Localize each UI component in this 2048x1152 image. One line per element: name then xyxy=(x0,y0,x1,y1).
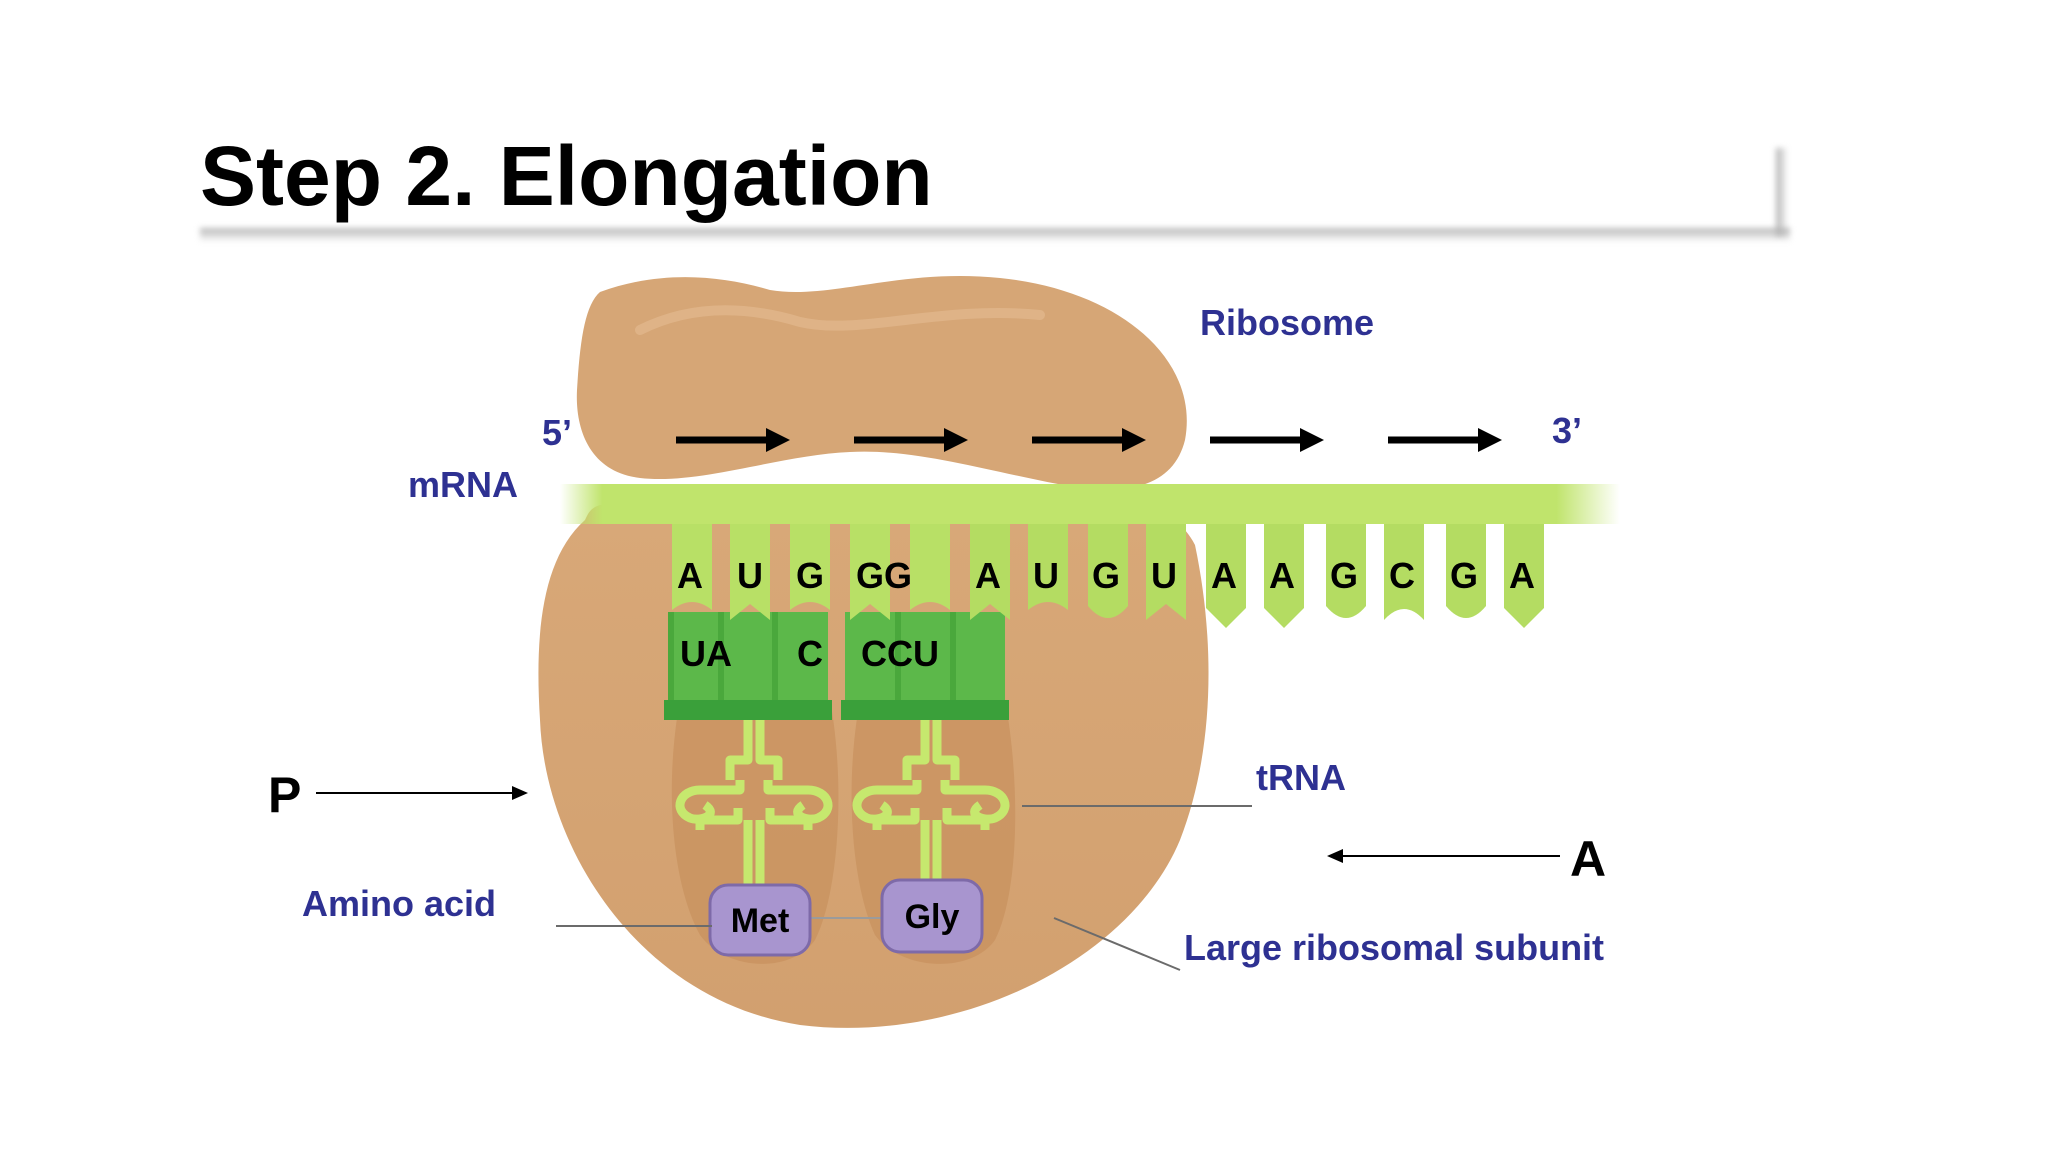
page-title: Step 2. Elongation xyxy=(200,129,933,223)
codon-tooth xyxy=(730,520,770,620)
codon-tooth xyxy=(1384,520,1424,620)
anticodon-letter: CCU xyxy=(861,633,939,674)
amino-acid-gly-label: Gly xyxy=(905,898,960,936)
codon-letter: G xyxy=(796,555,824,596)
p-site-arrow-icon xyxy=(316,786,528,800)
small-subunit-highlight xyxy=(635,305,1045,335)
codon-letter: A xyxy=(1269,555,1295,596)
codon-letter: GG xyxy=(856,555,912,596)
a-site-label: A xyxy=(1570,831,1606,887)
p-site-label: P xyxy=(268,767,301,823)
codon-letter: G xyxy=(1092,555,1120,596)
mrna-strand xyxy=(560,484,1620,524)
codon-tooth xyxy=(1504,520,1544,628)
codon-tooth xyxy=(970,520,1010,620)
anticodon-letter: C xyxy=(797,633,823,674)
codon-tooth xyxy=(1446,520,1486,618)
codon-tooth xyxy=(1206,520,1246,628)
codon-tooth xyxy=(1088,520,1128,618)
codon-tooth xyxy=(910,520,950,610)
trna-a-site xyxy=(841,612,1009,720)
arrow-right-icon xyxy=(1210,428,1324,452)
codon-letter: A xyxy=(1211,555,1237,596)
anticodon-letter: UA xyxy=(680,633,732,674)
ribosome-label: Ribosome xyxy=(1200,302,1374,343)
codon-letter: G xyxy=(1450,555,1478,596)
arrow-right-icon xyxy=(854,428,968,452)
large-subunit-label: Large ribosomal subunit xyxy=(1184,927,1604,968)
codon-letter: U xyxy=(1151,555,1177,596)
translation-direction-arrows xyxy=(676,428,1502,452)
codon-letter: G xyxy=(1330,555,1358,596)
trna-cloverleaf-a xyxy=(852,720,1010,885)
codon-letter: U xyxy=(737,555,763,596)
amino-acid-gly-shape xyxy=(880,878,984,954)
codon-letter: A xyxy=(975,555,1001,596)
arrow-right-icon xyxy=(676,428,790,452)
trna-cloverleaf-p xyxy=(675,720,833,885)
codon-letter: U xyxy=(1033,555,1059,596)
small-subunit-shape xyxy=(576,276,1187,490)
arrow-right-icon xyxy=(1032,428,1146,452)
mrna-label: mRNA xyxy=(408,464,518,505)
codon-letter: A xyxy=(677,555,703,596)
title-shadow-edge xyxy=(1776,148,1788,236)
codon-tooth xyxy=(1264,520,1304,628)
codon-tooth xyxy=(1028,520,1068,610)
title-shadow xyxy=(200,228,1790,242)
codon-tooth xyxy=(672,520,712,610)
codon-tooth xyxy=(1326,520,1366,618)
anticodon-letters: UA C CCU xyxy=(680,633,939,674)
codon-letter: A xyxy=(1509,555,1535,596)
codon-tooth xyxy=(1146,520,1186,620)
codon-tooth xyxy=(850,520,890,620)
three-prime-label: 3’ xyxy=(1552,410,1582,451)
codon-tooth xyxy=(790,520,830,610)
a-site-arrow-icon xyxy=(1327,849,1560,863)
large-subunit-leader-line xyxy=(1053,917,1181,971)
codon-teeth xyxy=(672,520,1544,628)
amino-acid-met-shape xyxy=(708,883,812,957)
arrow-right-icon xyxy=(1388,428,1502,452)
trna-label: tRNA xyxy=(1256,757,1346,798)
five-prime-label: 5’ xyxy=(542,412,572,453)
codon-letter: C xyxy=(1389,555,1415,596)
trna-p-site xyxy=(664,612,832,720)
amino-acid-label: Amino acid xyxy=(302,883,496,924)
codon-letters: A U G GG A U G U A A G C G A xyxy=(677,555,1535,596)
amino-acid-met-label: Met xyxy=(731,902,790,940)
